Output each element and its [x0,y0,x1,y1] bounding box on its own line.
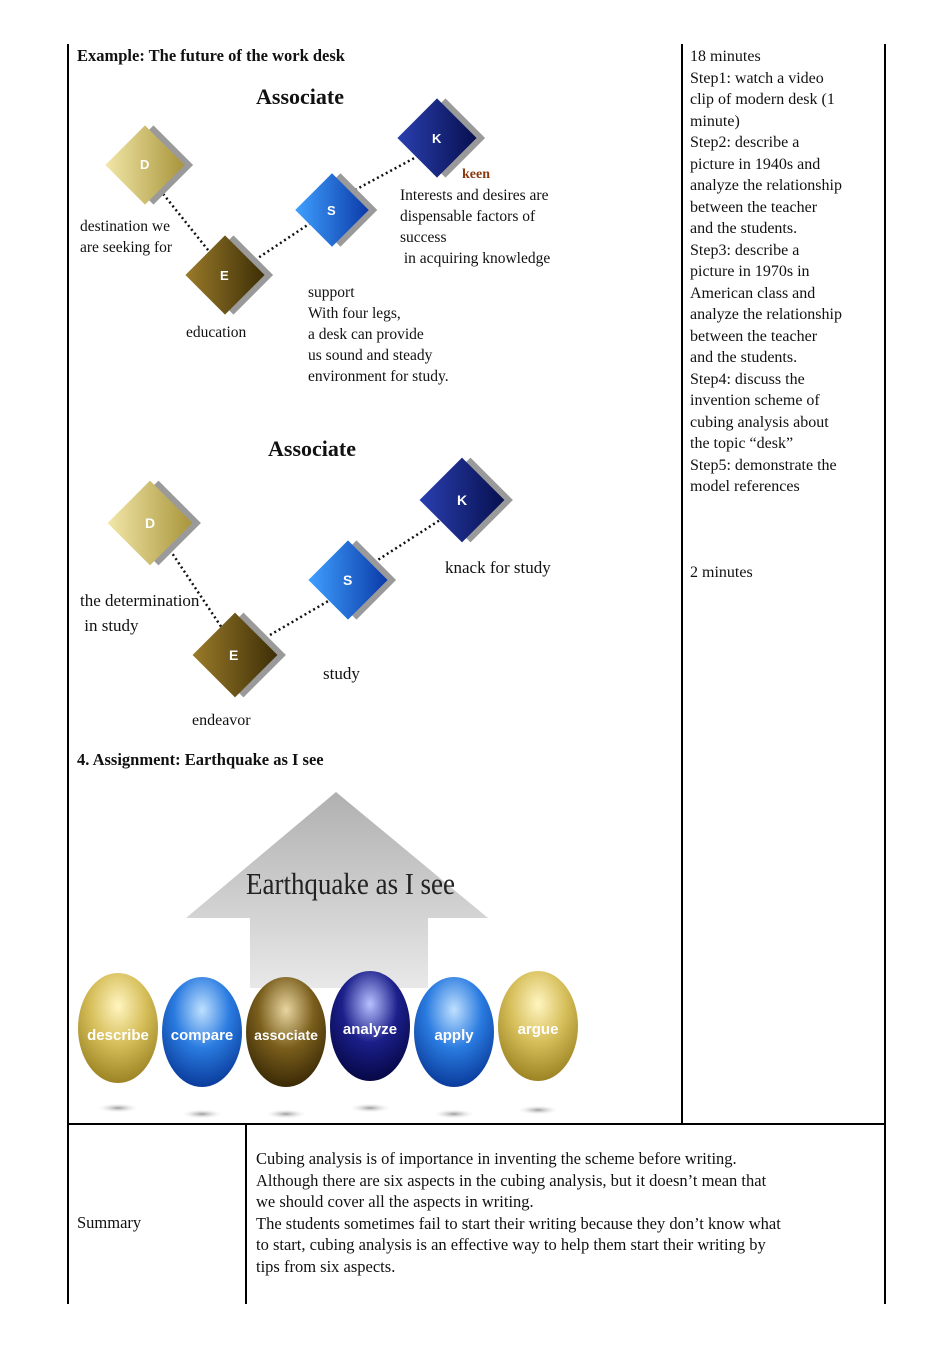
example-title: Example: The future of the work desk [77,46,345,65]
associate-diagram-1: Associate D E S K [105,84,486,315]
d1-label-k-line: Interests and desires are [400,187,549,204]
egg-associate [246,977,326,1119]
timing-line: between the teacher [690,327,818,345]
timing-line: picture in 1970s in [690,263,810,280]
egg-label-associate: associate [254,1027,318,1043]
d1-label-e: education [186,324,247,341]
cube-k-2 [419,457,513,543]
timing-line: and the students. [690,349,798,366]
cube-k2-letter: K [457,492,467,508]
egg-label-describe: describe [87,1027,149,1044]
egg-argue [498,971,578,1115]
timing-line: 18 minutes [690,48,761,65]
table-right-border [884,44,886,1304]
d1-label-s-line: a desk can provide [308,326,424,343]
egg-label-apply: apply [434,1027,474,1044]
diagram1-heading: Associate [256,84,344,109]
connector-s-k [354,153,421,192]
d1-label-s-line: support [308,284,355,301]
cube-d-letter: D [140,157,149,172]
summary-line: Although there are six aspects in the cu… [256,1170,767,1190]
cube-s-letter: S [327,203,336,218]
timing-line: invention scheme of [690,392,820,409]
summary-line: Cubing analysis is of importance in inve… [256,1149,737,1168]
timing-line: between the teacher [690,198,818,216]
timing-line: Step3: describe a [690,241,800,259]
summary-divider [245,1123,247,1304]
d2-label-d-line: in study [80,616,139,635]
timing-line: cubing analysis about [690,413,829,431]
d1-label-d-line: destination we [80,218,170,235]
d1-label-k-line: dispensable factors of [400,208,536,225]
egg-compare [162,977,242,1119]
cube-e [185,235,274,315]
timing-steps: 18 minutes Step1: watch a video clip of … [690,46,880,498]
d1-label-s-line: With four legs, [308,305,401,322]
table-left-border [67,44,69,1124]
timing-line: Step1: watch a video [690,69,824,87]
d1-label-s: support With four legs, a desk can provi… [308,282,449,387]
summary-line: The students sometimes fail to start the… [256,1213,781,1233]
timing-line: American class and [690,284,816,302]
connector-e-s-2 [269,598,331,637]
timing-line: Step4: discuss the [690,370,805,388]
cube-d-2 [107,480,201,566]
arrow-shape [186,792,488,988]
timing-line: Step2: describe a [690,134,800,151]
cube-e2-letter: E [229,647,238,663]
associate-diagram-2: Associate D E S K [107,436,513,698]
assignment-title: 4. Assignment: Earthquake as I see [77,750,324,769]
timing-line: model references [690,478,800,495]
cube-k-letter: K [432,131,442,146]
arrow-text: Earthquake as I see [246,867,455,901]
d1-label-k-line: in acquiring knowledge [400,250,551,267]
summary-label: Summary [77,1213,142,1232]
d1-label-k-line: success [400,229,447,246]
connector-d-e-2 [168,549,232,641]
egg-label-argue: argue [518,1021,559,1038]
diagram2-heading: Associate [268,436,356,461]
cube-e-2 [192,612,286,698]
d1-label-d-line: are seeking for [80,239,173,256]
timing-line: the topic “desk” [690,435,794,452]
summary-line: tips from six aspects. [256,1256,396,1276]
timing-line: analyze the relationship [690,306,842,323]
summary-row-top-border [67,1123,886,1125]
cube-s [295,173,378,247]
cube-e-letter: E [220,268,229,283]
timing-line: Step5: demonstrate the [690,456,837,474]
summary-line: to start, cubing analysis is an effectiv… [256,1235,766,1254]
timing-line: and the students. [690,220,798,237]
connector-s-k-2 [369,518,441,567]
egg-describe [78,973,158,1113]
egg-analyze [330,971,410,1113]
timing-line: minute) [690,112,740,130]
table-middle-border [681,44,683,1124]
cube-s2-letter: S [343,572,352,588]
d2-label-d-line: the determination [80,591,200,610]
egg-label-compare: compare [171,1027,234,1044]
timing-line: picture in 1940s and [690,155,821,173]
egg-apply [414,977,494,1119]
d1-label-s-line: environment for study. [308,368,449,385]
d2-label-s: study [323,664,360,683]
d1-label-keen: keen [462,167,490,182]
timing-second: 2 minutes [690,564,753,581]
cube-d2-letter: D [145,515,155,531]
summary-line: we should cover all the aspects in writi… [256,1192,534,1211]
d1-label-s-line: us sound and steady [308,347,433,364]
timing-line: analyze the relationship [690,177,842,194]
summary-text: Cubing analysis is of importance in inve… [256,1148,876,1277]
assignment-graphic: Earthquake as I see describe compare ass… [78,792,578,1119]
egg-label-analyze: analyze [343,1021,397,1038]
d2-label-k: knack for study [445,558,551,577]
d1-label-d: destination we are seeking for [80,216,172,258]
d2-label-e: endeavor [192,712,251,729]
connector-e-s [254,218,316,262]
summary-left-border [67,1123,69,1304]
d1-label-k: Interests and desires are dispensable fa… [400,185,550,269]
d2-label-d: the determination in study [80,588,199,638]
timing-line: clip of modern desk (1 [690,91,835,108]
